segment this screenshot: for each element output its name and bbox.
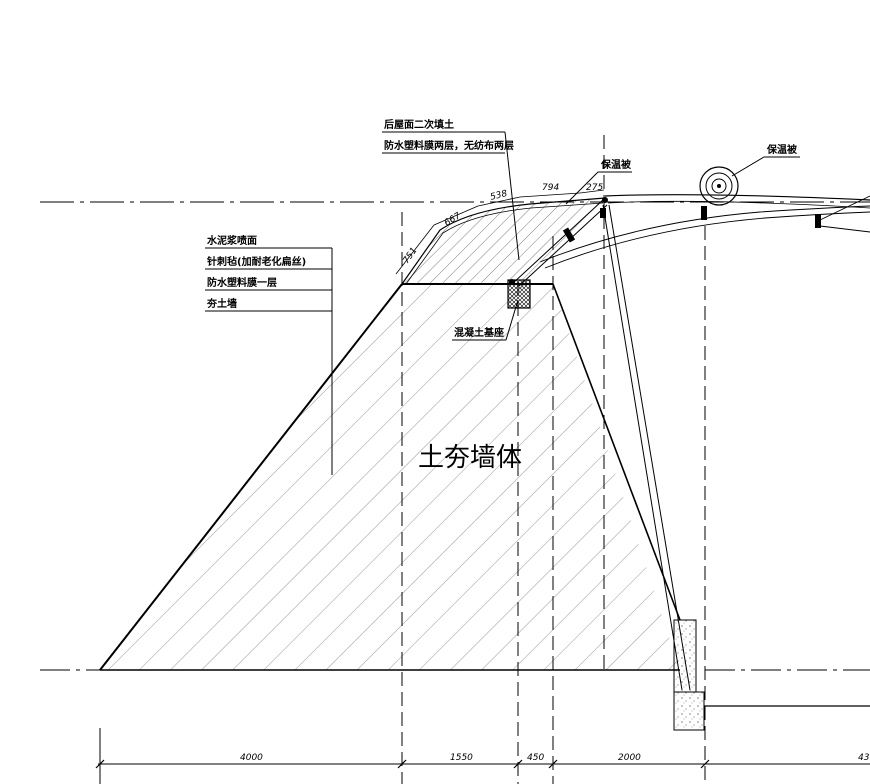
front-arch-tail-2: [819, 225, 870, 233]
insulation-roll: [699, 166, 739, 206]
front-roof-outer: [604, 194, 870, 201]
roof-fill-hatch: [402, 198, 605, 284]
slope-dim-line-5: [579, 189, 605, 194]
wall-right-slope: [552, 283, 681, 621]
bottom-dim-4000: 4000: [240, 753, 263, 763]
rear-roof-inner: [405, 202, 604, 285]
slope-dim-line-3: [477, 196, 521, 207]
bottom-dim-1550: 1550: [450, 753, 473, 763]
clip-1: [562, 227, 576, 243]
bottom-dim-43: 43: [858, 753, 870, 763]
concrete-base-leader: [505, 299, 519, 341]
base-node: [509, 279, 515, 285]
bottom-dim-tick-3: [548, 759, 558, 769]
wall-body-hatch: [100, 284, 680, 670]
wall-left-slope: [99, 283, 403, 671]
bottom-dim-tick-4: [700, 759, 710, 769]
front-lower-arch-2: [544, 211, 870, 269]
front-arch-tail: [819, 195, 870, 221]
clip-2: [600, 208, 606, 218]
rear-roof-beam-2: [518, 204, 608, 287]
wall-body-label: 土夯墙体: [418, 443, 522, 473]
bottom-dim-2000: 2000: [618, 753, 641, 763]
front-foundation-top: [673, 619, 697, 693]
slope-dim-794: 794: [542, 183, 559, 193]
bottom-dim-tick-1: [397, 759, 407, 769]
insulation-right-leader: [731, 156, 765, 177]
clip-4: [815, 214, 821, 228]
insulation-left-label: 保温被: [600, 158, 632, 171]
post-line-2: [608, 204, 691, 691]
bottom-dim-tick-2: [513, 759, 523, 769]
front-lower-arch-1: [539, 205, 870, 263]
ridge-node: [602, 197, 608, 203]
roof-fill-label: 后屋面二次填土: [384, 118, 454, 131]
front-roof-inner: [607, 200, 870, 209]
rear-roof-beam-1: [511, 199, 604, 285]
slope-dim-line-4: [519, 192, 581, 198]
waterproof-two-label: 防水塑料膜两层，无纺布两层: [384, 139, 514, 152]
insulation-left-leader: [565, 171, 599, 205]
clip-3: [701, 206, 707, 220]
slope-dim-line: [395, 224, 435, 275]
concrete-base-block: [507, 279, 531, 309]
post-line-1: [602, 204, 683, 691]
bottom-dim-tick-0: [95, 759, 105, 769]
insulation-right-label: 保温被: [766, 143, 798, 156]
needle-felt-label: 针刺毡(加耐老化扁丝): [207, 255, 306, 268]
waterproof-one-label: 防水塑料膜一层: [207, 276, 277, 289]
bottom-dim-450: 450: [527, 753, 544, 763]
front-foundation-bottom: [673, 691, 705, 731]
rear-roof-outer: [401, 197, 606, 285]
rammed-wall-label: 夯土墙: [206, 297, 237, 310]
roof-fill-leader-v: [504, 131, 520, 261]
concrete-base-label: 混凝土基座: [454, 326, 504, 339]
slope-dim-538: 538: [489, 189, 508, 203]
slope-dim-275: 275: [586, 183, 603, 193]
cement-spray-label: 水泥浆喷面: [206, 234, 257, 247]
slope-dim-line-2: [433, 205, 479, 226]
